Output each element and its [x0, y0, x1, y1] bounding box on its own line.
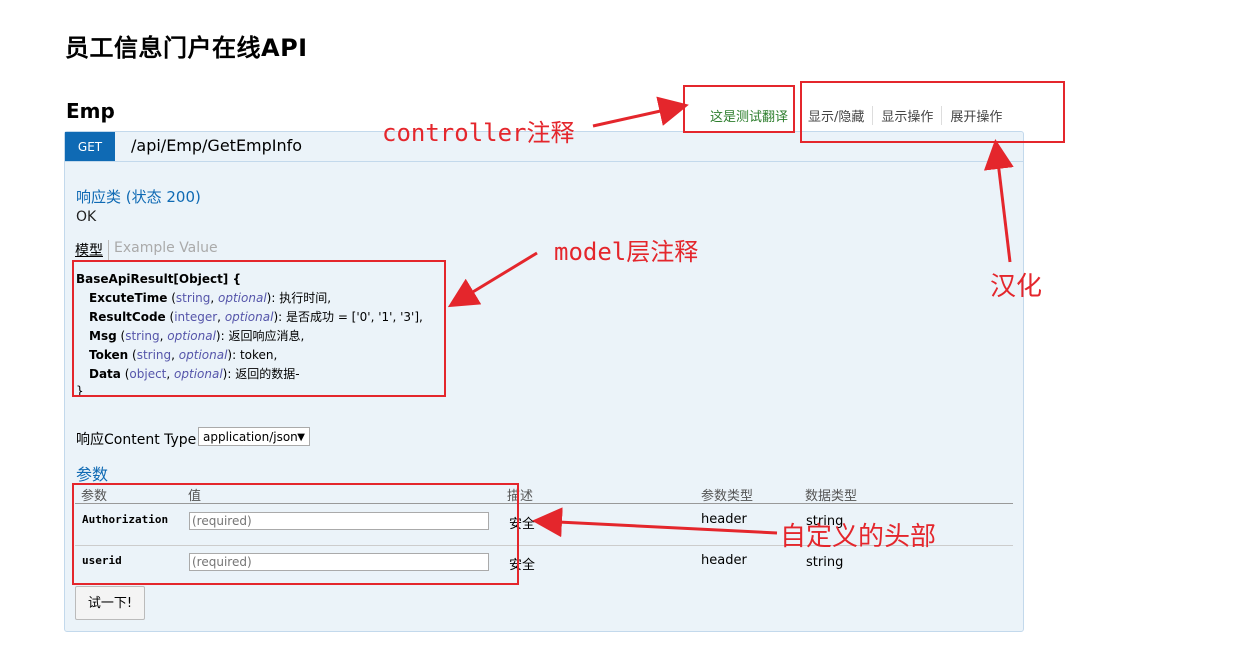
resource-links: 显示/隐藏 显示操作 展开操作: [808, 106, 1010, 125]
param-header-param-type: 参数类型: [701, 489, 754, 504]
userid-input[interactable]: [189, 553, 489, 571]
param-name: Authorization: [82, 513, 169, 526]
try-it-out-button[interactable]: 试一下!: [75, 586, 145, 620]
response-class-label: 响应类 (状态 200): [76, 188, 201, 206]
annotation-box-model: [72, 260, 446, 397]
param-header-value: 值: [188, 489, 202, 504]
param-data-type: string: [806, 514, 844, 529]
operation-path[interactable]: /api/Emp/GetEmpInfo: [131, 136, 303, 155]
arrow-model: [447, 251, 538, 308]
list-operations-link[interactable]: 显示操作: [873, 106, 943, 125]
content-type-select[interactable]: application/json ▼: [198, 427, 310, 446]
annotation-custom-header: 自定义的头部: [780, 522, 937, 552]
param-header-data-type: 数据类型: [805, 489, 858, 504]
response-status-text: OK: [76, 209, 97, 225]
arrow-controller: [592, 96, 689, 128]
table-row-divider: [75, 545, 1013, 546]
resource-name[interactable]: Emp: [66, 99, 115, 123]
model-field: ResultCode (integer, optional): 是否成功 = […: [89, 310, 423, 324]
table-header-divider: [75, 503, 1013, 504]
tab-example-value[interactable]: Example Value: [114, 240, 218, 256]
arrow-localize: [983, 139, 1014, 263]
arrow-headers: [532, 507, 778, 538]
model-field: Msg (string, optional): 返回响应消息,: [89, 329, 305, 343]
param-desc: 安全: [509, 517, 536, 532]
annotation-localize: 汉化: [990, 272, 1043, 302]
param-type: header: [701, 512, 747, 527]
model-class-name: BaseApiResult[Object] {: [76, 272, 242, 286]
annotation-box-headers: [72, 483, 519, 585]
annotation-box-localize: [800, 81, 1065, 143]
annotation-model: model层注释: [554, 238, 699, 266]
param-type: header: [701, 553, 747, 568]
model-signature: BaseApiResult[Object] { ExcuteTime (stri…: [76, 270, 423, 384]
param-header-name: 参数: [81, 489, 108, 504]
expand-operations-link[interactable]: 展开操作: [950, 110, 1003, 125]
http-method-badge[interactable]: GET: [65, 132, 115, 161]
model-field: Token (string, optional): token,: [89, 348, 278, 362]
content-type-label: 响应Content Type: [76, 432, 197, 448]
model-close-brace: }: [76, 384, 84, 398]
param-desc: 安全: [509, 558, 536, 573]
authorization-input[interactable]: [189, 512, 489, 530]
show-hide-link[interactable]: 显示/隐藏: [808, 106, 874, 125]
model-tabs: 模型 Example Value: [75, 240, 218, 260]
model-field: Data (object, optional): 返回的数据-: [89, 367, 300, 381]
operation-heading[interactable]: GET /api/Emp/GetEmpInfo: [65, 132, 1023, 162]
chevron-down-icon: ▼: [297, 432, 305, 443]
page-title: 员工信息门户在线API: [65, 34, 308, 62]
param-data-type: string: [806, 555, 844, 570]
annotation-controller: controller注释: [382, 119, 575, 147]
operation-panel: GET /api/Emp/GetEmpInfo 响应类 (状态 200) OK …: [64, 131, 1024, 632]
param-name: userid: [82, 554, 122, 567]
parameters-label: 参数: [76, 465, 109, 484]
model-field: ExcuteTime (string, optional): 执行时间,: [89, 291, 332, 305]
param-header-desc: 描述: [507, 489, 534, 504]
tab-model[interactable]: 模型: [75, 240, 109, 260]
controller-note: 这是测试翻译: [710, 110, 789, 125]
